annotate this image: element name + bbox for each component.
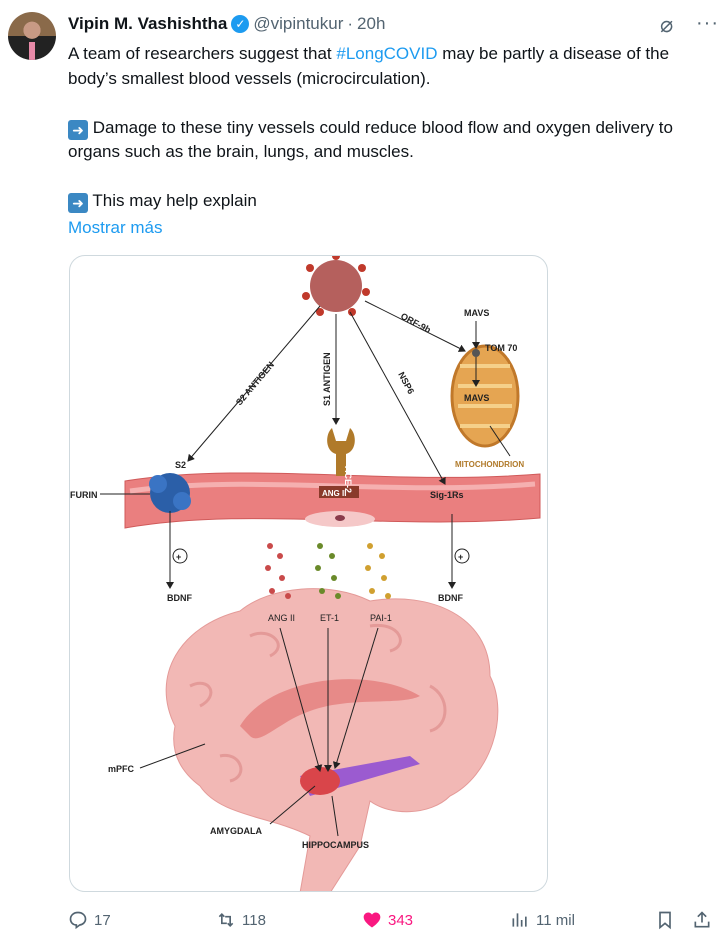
bookmark-icon [659,911,671,930]
author-handle[interactable]: @vipintukur [253,14,344,33]
avatar[interactable] [8,12,56,60]
separator: · [347,14,354,33]
reply-count: 17 [94,911,111,929]
views-count: 11 mil [536,911,575,929]
more-options-icon[interactable]: ··· [696,12,719,34]
text: may be partly a disease of the body’s sm… [68,44,674,88]
label-mitochondrion: MITOCHONDRION [455,460,524,469]
label-orf9b: ORF-9b [399,311,433,335]
author-name[interactable]: Vipin M. Vashishtha [68,14,228,33]
like-count: 343 [388,911,414,929]
label-mavs: MAVS [464,308,489,318]
label-ang2: ANG II [268,613,295,623]
repost-count: 118 [242,911,266,929]
tweet-text: A team of researchers suggest that #Long… [68,42,718,214]
label-bdnf-left: BDNF [167,593,192,603]
label-ace2: ACE-2 [343,466,353,493]
tweet-actions: 17 118 343 11 mil [0,910,728,936]
label-furin: FURIN [70,490,98,500]
tweet-image[interactable]: S2 ANTIGEN S1 ANTIGEN NSP6 ORF-9b MAVS T… [69,255,548,892]
label-s2-antigen: S2 ANTIGEN [234,360,276,408]
label-sig1rs: Sig-1Rs [430,490,464,500]
show-more-link[interactable]: Mostrar más [68,218,163,237]
heart-icon [363,912,381,928]
label-mpfc: mPFC [108,764,135,774]
text: This may help explain [92,191,257,210]
repost-icon [218,912,234,928]
label-plus-left: + [176,552,181,562]
label-bdnf-right: BDNF [438,593,463,603]
reply-button[interactable]: 17 [68,910,111,930]
share-button[interactable] [692,910,712,930]
views-chart-icon [512,913,527,927]
share-icon [694,911,710,928]
grok-icon[interactable]: ⌀ [660,12,674,37]
reply-icon [69,911,87,930]
label-s1-antigen: S1 ANTIGEN [322,352,332,406]
text: A team of researchers suggest that [68,44,337,63]
label-mavs-inner: MAVS [464,393,489,403]
brain-illustration [165,588,499,891]
label-amygdala: AMYGDALA [210,826,262,836]
right-arrow-emoji-icon: ➜ [68,119,88,140]
views-button[interactable]: 11 mil [510,910,575,930]
label-plus-right: + [458,552,463,562]
repost-button[interactable]: 118 [216,910,266,930]
text: Damage to these tiny vessels could reduc… [68,117,678,162]
hashtag-link[interactable]: #LongCOVID [336,44,438,63]
label-et1: ET-1 [320,613,339,623]
label-endothelial-cell: Endothelial Cell [314,531,363,538]
label-ang2-receptor: ANG II [322,489,346,498]
timestamp[interactable]: 20h [357,14,386,33]
verified-badge-icon: ✓ [231,15,250,33]
like-button[interactable]: 343 [362,910,413,930]
label-tom70: TOM 70 [485,343,517,353]
label-hippocampus: HIPPOCAMPUS [302,840,369,850]
label-pai1: PAI-1 [370,613,392,623]
label-s2: S2 [175,460,186,470]
bookmark-button[interactable] [655,910,675,930]
right-arrow-emoji-icon: ➜ [68,193,88,213]
tweet-header: Vipin M. Vashishtha ✓ @vipintukur · 20h [68,14,385,34]
label-nsp6: NSP6 [396,370,416,395]
